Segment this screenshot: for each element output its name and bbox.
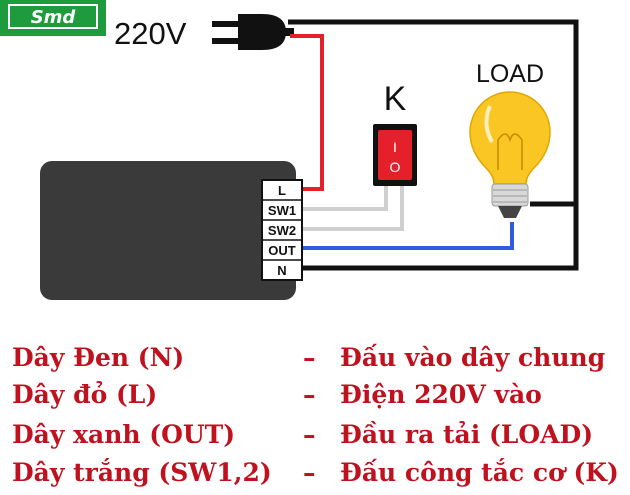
terminal-label-l: L: [278, 183, 286, 198]
legend-row: Dây trắng (SW1,2) – Đấu công tắc cơ (K): [0, 453, 630, 493]
legend-desc-common: Đấu vào dây chung: [340, 343, 606, 372]
legend-row: Dây đỏ (L) – Điện 220V vào: [0, 375, 630, 415]
legend-desc-input: Điện 220V vào: [340, 380, 542, 409]
terminal-block: L SW1 SW2 OUT N: [261, 179, 303, 281]
terminal-label-n: N: [277, 263, 286, 278]
legend-dash: –: [303, 343, 316, 372]
legend-wire-black: Dây Đen (N): [12, 343, 185, 372]
live-wire-red: [290, 34, 324, 191]
wiring-diagram: Smd 220V L SW1 SW2 OUT N K: [0, 0, 579, 300]
legend-dash: –: [303, 380, 316, 409]
power-plug-icon: [212, 14, 294, 50]
legend-wire-red: Dây đỏ (L): [12, 380, 158, 409]
load-wire-blue: [300, 222, 514, 250]
timer-module-body: [40, 161, 296, 300]
switch-on-mark: I: [393, 139, 397, 155]
logo-text: Smd: [31, 7, 77, 28]
legend-wire-blue: Dây xanh (OUT): [12, 420, 236, 449]
terminal-label-sw2: SW2: [268, 223, 296, 238]
legend-row: Dây xanh (OUT) – Đầu ra tải (LOAD): [0, 415, 630, 455]
legend-dash: –: [303, 420, 316, 449]
legend-desc-load: Đầu ra tải (LOAD): [340, 420, 594, 449]
legend-wire-white: Dây trắng (SW1,2): [12, 458, 272, 487]
switch-off-mark: O: [390, 159, 401, 175]
legend-dash: –: [303, 458, 316, 487]
terminal-label-sw1: SW1: [268, 203, 296, 218]
smd-logo: Smd: [0, 0, 106, 36]
light-bulb-icon: [469, 91, 551, 218]
load-label: LOAD: [476, 60, 544, 88]
terminal-label-out: OUT: [268, 243, 296, 258]
rocker-switch-icon: I O: [373, 124, 417, 186]
legend-desc-switch: Đấu công tắc cơ (K): [340, 458, 619, 487]
neutral-wire: [288, 19, 579, 271]
switch-label: K: [384, 80, 407, 118]
voltage-label: 220V: [114, 16, 187, 51]
switch-wires-white: [300, 184, 404, 231]
legend-row: Dây Đen (N) – Đấu vào dây chung: [0, 338, 630, 378]
